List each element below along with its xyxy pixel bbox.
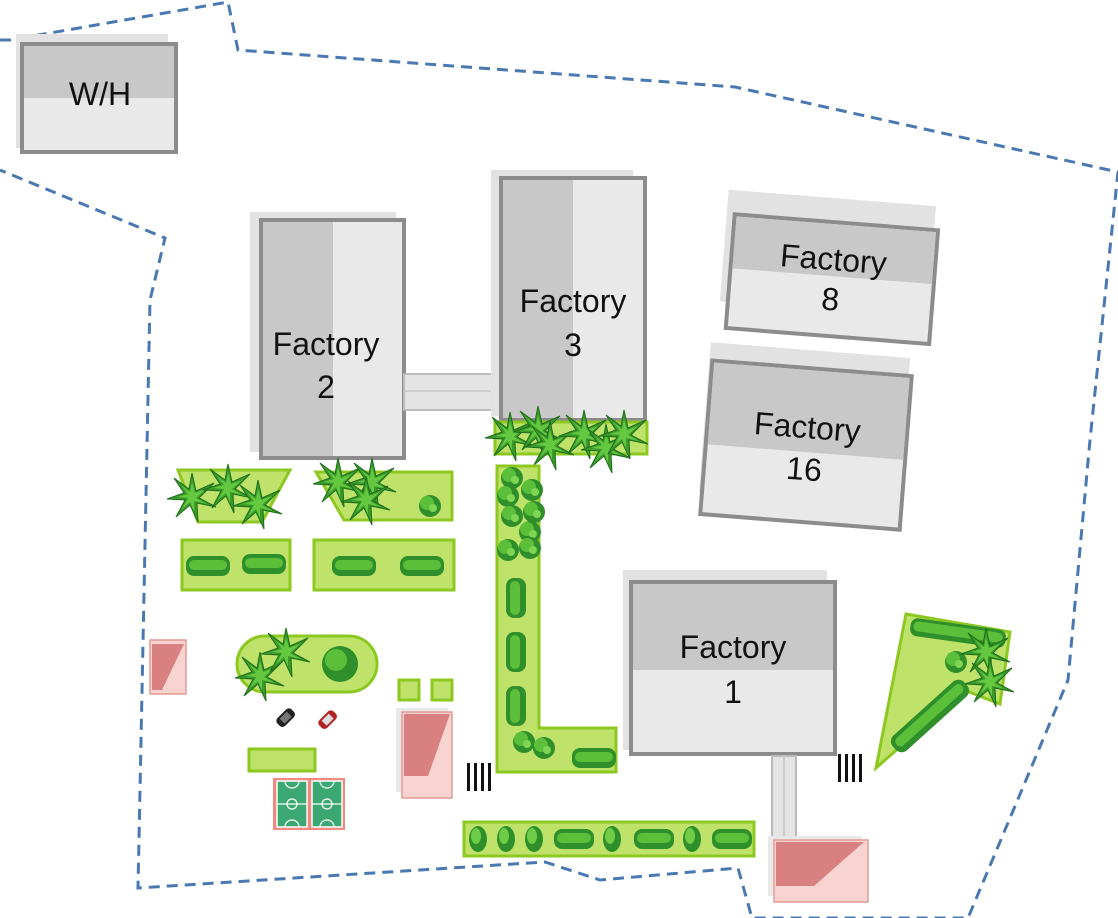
car-red <box>318 710 337 729</box>
factory-3-label-line1: Factory <box>520 283 627 319</box>
hedge-bed-left <box>180 538 292 592</box>
factory-16-label-line2: 16 <box>785 450 823 489</box>
factory-1-label-line2: 1 <box>724 674 742 710</box>
planter-tree-left <box>166 463 293 530</box>
warehouse-label: W/H <box>69 76 131 112</box>
factory-16-building[interactable]: Factory 16 <box>697 342 914 532</box>
sports-courts <box>273 778 345 830</box>
factory-16-label-line1: Factory <box>753 405 862 449</box>
hut-left <box>149 639 187 695</box>
planter-tree-right <box>312 457 454 526</box>
factory-2-label-line2: 2 <box>317 369 335 405</box>
planter-factory-3 <box>484 405 649 474</box>
planter-box-1 <box>397 678 421 702</box>
hut-center <box>396 708 453 799</box>
factory-8-label-line2: 8 <box>820 280 841 317</box>
factory-2-label-line1: Factory <box>273 326 380 362</box>
car-black <box>276 708 295 727</box>
factory-8-building[interactable]: Factory 8 <box>718 189 941 347</box>
crosswalk-left <box>467 763 491 791</box>
roundabout-island <box>234 627 379 702</box>
planter-box-2 <box>430 678 454 702</box>
l-shaped-planter <box>495 464 618 774</box>
gatehouse-bottom-right <box>768 836 869 903</box>
factory-2-building[interactable]: Factory 2 <box>250 212 406 460</box>
planter-bottom-strip <box>462 820 756 858</box>
factory-3-building[interactable]: Factory 3 <box>491 170 647 422</box>
factory-1-label-line1: Factory <box>680 629 787 665</box>
hedge-bed-right <box>312 538 456 592</box>
factory-3-label-line2: 3 <box>564 327 582 363</box>
factory-1-building[interactable]: Factory 1 <box>623 570 837 756</box>
factory-8-label-line1: Factory <box>779 237 888 281</box>
planter-strip-small <box>247 747 317 773</box>
planter-triangle-right <box>873 612 1015 773</box>
crosswalk-right <box>838 754 862 782</box>
warehouse-building[interactable]: W/H <box>16 34 178 154</box>
